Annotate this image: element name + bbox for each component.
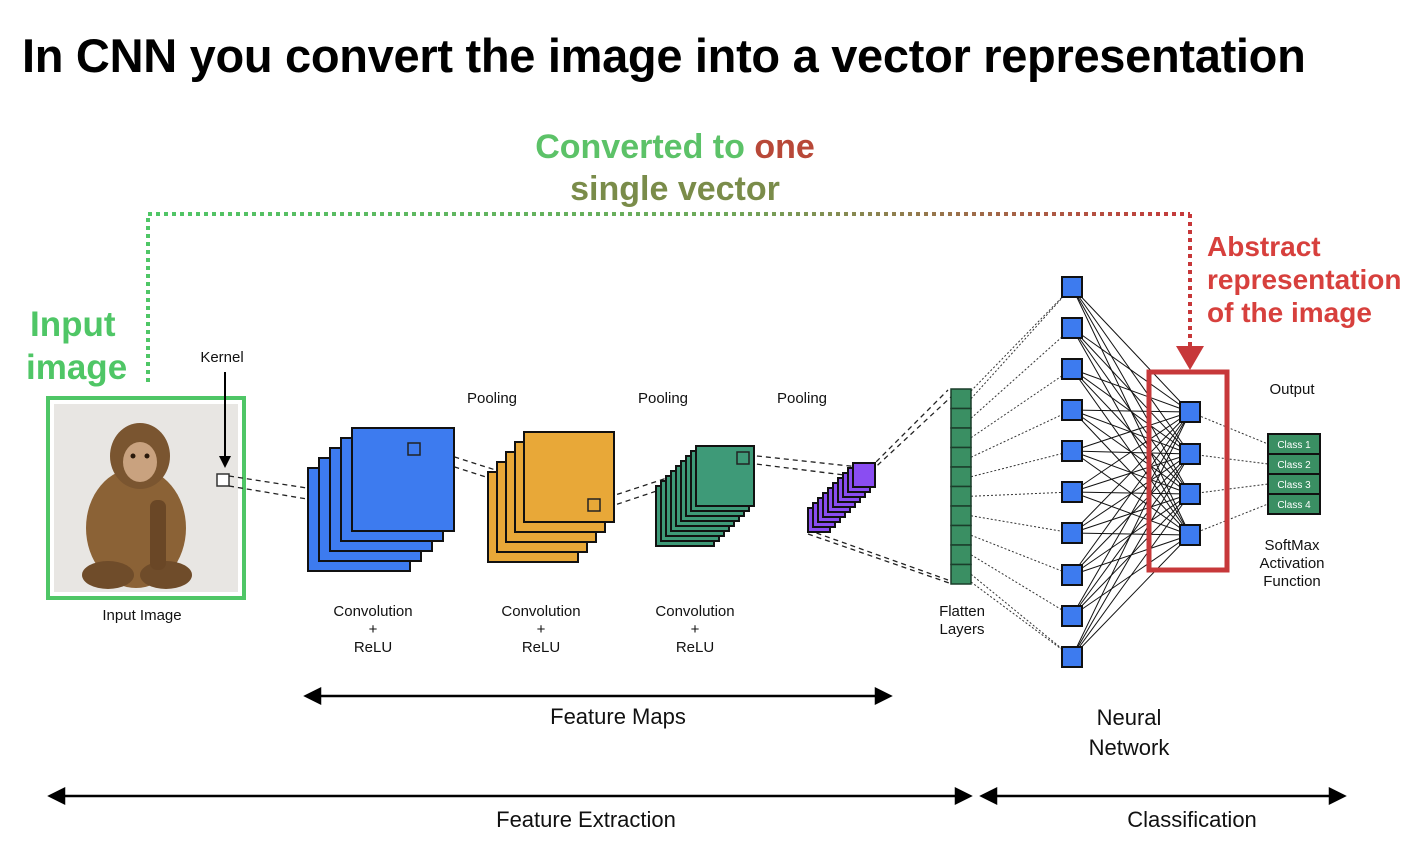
flatten-cell [950, 524, 972, 546]
page-title: In CNN you convert the image into a vect… [22, 29, 1306, 82]
flatten-cell [950, 446, 972, 468]
conv-label-1: Convolution + ReLU [333, 603, 413, 656]
input-image-annotation: Input image [26, 305, 128, 387]
hidden-neuron [1061, 276, 1083, 298]
left-arrow-icon [47, 786, 66, 806]
flatten-cell [950, 544, 972, 566]
flatten-cell [950, 563, 972, 585]
flatten-cell [950, 466, 972, 488]
flatten-cell [950, 388, 972, 410]
flatten-cell [950, 505, 972, 527]
flatten-layer [950, 388, 972, 585]
right-arrow-icon [874, 686, 893, 706]
hidden-neuron [1061, 317, 1083, 339]
hidden-neuron [1061, 564, 1083, 586]
kernel-arrow-icon [219, 456, 231, 468]
flatten-cell [950, 485, 972, 507]
hidden-neuron [1061, 646, 1083, 668]
hidden-layer [1061, 276, 1083, 668]
abstract-representation-box [1146, 369, 1230, 573]
representation-neuron [1179, 483, 1201, 505]
right-arrow-icon [954, 786, 973, 806]
hidden-neuron [1061, 605, 1083, 627]
right-arrow-icon [1328, 786, 1347, 806]
pooling-label-1: Pooling [466, 390, 518, 407]
input-image-label: Input Image [102, 607, 182, 624]
feature-maps-label: Feature Maps [550, 704, 686, 729]
conv-map-small-9 [695, 445, 755, 507]
hidden-neuron [1061, 481, 1083, 503]
conv-stack-3 [655, 445, 755, 547]
hidden-neuron [1061, 522, 1083, 544]
kernel-label: Kernel [200, 349, 244, 366]
representation-layer [1179, 401, 1201, 546]
hidden-neuron [1061, 399, 1083, 421]
converted-annotation: Converted to one single vector [535, 128, 815, 208]
conv-label-2: Convolution + ReLU [501, 603, 581, 656]
input-image [46, 396, 246, 600]
vector-connector [146, 212, 1204, 382]
output-classes: Class 1 Class 2 Class 3 Class 4 [1267, 433, 1321, 515]
hidden-neuron [1061, 440, 1083, 462]
pool-map-5 [523, 431, 615, 523]
monkey-photo [82, 423, 192, 589]
class-label: Class 1 [1277, 440, 1311, 451]
conv-map-5 [351, 427, 455, 532]
network-connections [970, 286, 1269, 658]
classification-label: Classification [1127, 807, 1257, 832]
feature-extraction-label: Feature Extraction [496, 807, 676, 832]
range-arrows [47, 686, 1347, 806]
hidden-neuron [1061, 358, 1083, 380]
representation-neuron [1179, 401, 1201, 423]
class-label: Class 2 [1277, 460, 1311, 471]
softmax-label: SoftMax Activation Function [1259, 537, 1325, 590]
down-arrow-icon [1176, 346, 1204, 370]
conv-stack-4 [807, 462, 876, 533]
pool-map-tiny-10 [852, 462, 876, 488]
representation-neuron [1179, 524, 1201, 546]
class-label: Class 3 [1277, 480, 1311, 491]
conv-stack-1 [307, 427, 455, 572]
abstract-annotation: Abstract representation of the image [1207, 231, 1402, 328]
flatten-cell [950, 427, 972, 449]
pooling-label-3: Pooling [776, 390, 828, 407]
class-label: Class 4 [1277, 500, 1311, 511]
flatten-cell [950, 407, 972, 429]
left-arrow-icon [303, 686, 322, 706]
representation-neuron [1179, 443, 1201, 465]
conv-label-3: Convolution + ReLU [655, 603, 735, 656]
conv-stack-2 [487, 431, 615, 563]
output-label: Output [1269, 381, 1315, 398]
pooling-label-2: Pooling [637, 390, 689, 407]
left-arrow-icon [979, 786, 998, 806]
class-box [1267, 493, 1321, 515]
flatten-label: Flatten Layers [939, 603, 985, 638]
neural-network-label: Neural Network [1088, 705, 1170, 760]
